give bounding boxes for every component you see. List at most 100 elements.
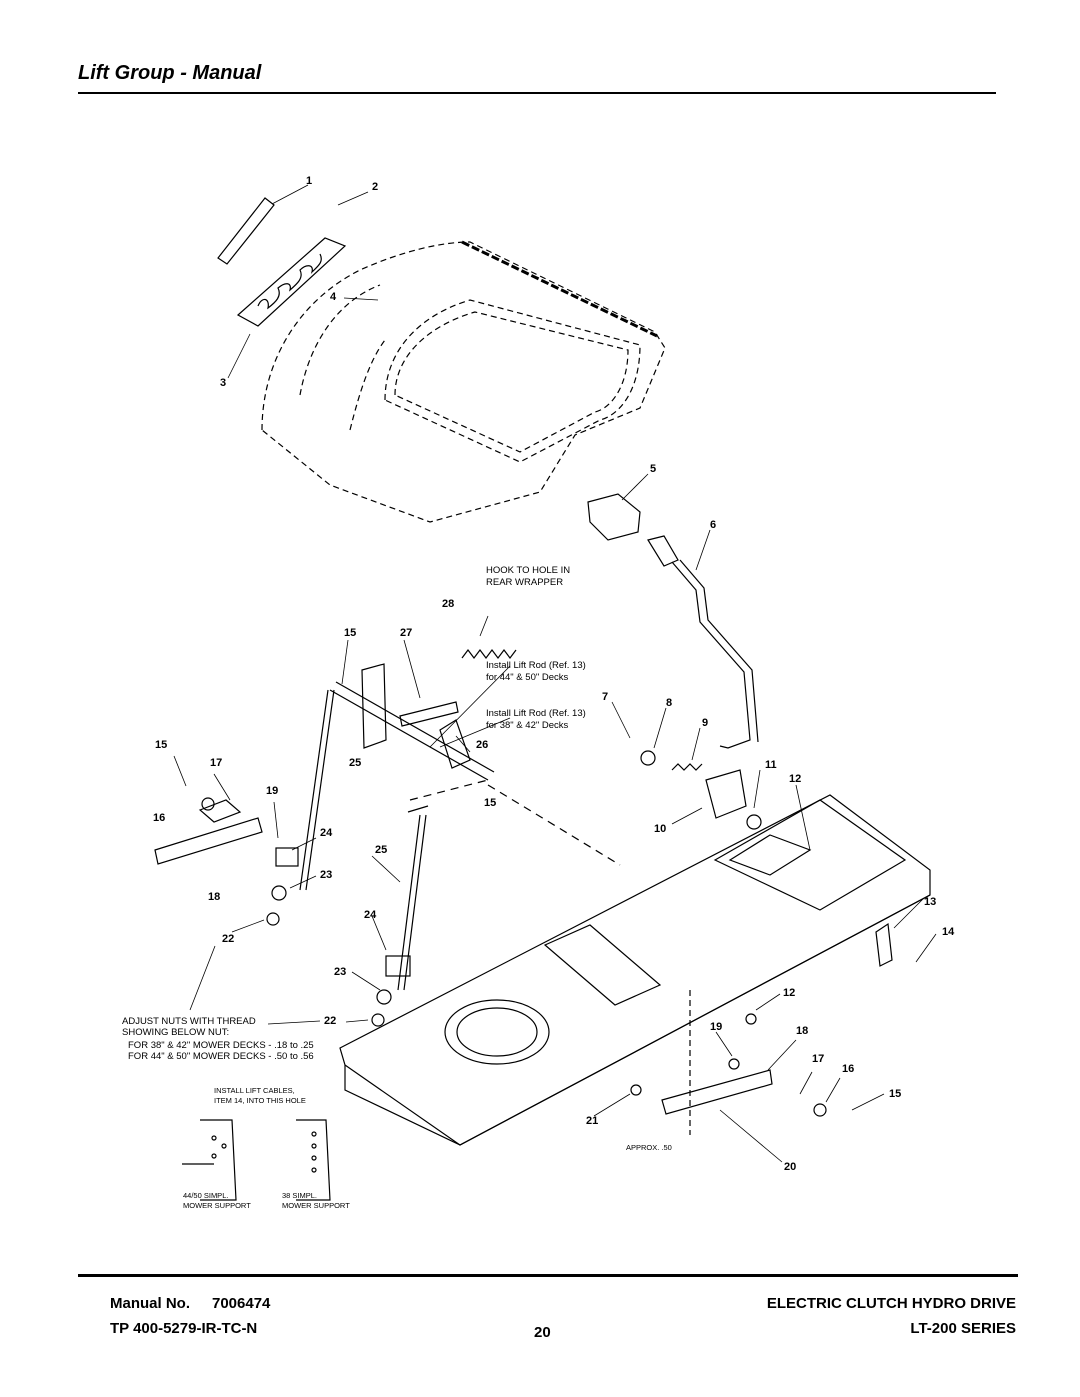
callout-15a: 15 (344, 627, 356, 639)
lift-shaft (329, 663, 495, 781)
trunnion-right (385, 955, 411, 977)
note-install38-1: Install Lift Rod (Ref. 13) (486, 708, 586, 719)
callout-15b: 15 (155, 739, 167, 751)
lift-knob (587, 493, 641, 541)
callout-1: 1 (306, 175, 312, 187)
callout-9: 9 (702, 717, 708, 729)
nut-12 (745, 1013, 757, 1025)
series: LT-200 SERIES (910, 1320, 1016, 1337)
note-adjust-1: ADJUST NUTS WITH THREAD (122, 1016, 256, 1027)
callout-17b: 17 (812, 1053, 824, 1065)
lift-lever (647, 535, 759, 749)
callout-19b: 19 (710, 1021, 722, 1033)
note-install44-2: for 44" & 50" Decks (486, 672, 569, 683)
diagram-notes: HOOK TO HOLE IN REAR WRAPPER Install Lif… (122, 565, 672, 1210)
nut-19 (728, 1058, 740, 1070)
note-support44-1: 44/50 SIMPL. (183, 1191, 228, 1200)
callout-26: 26 (476, 739, 488, 751)
callout-14: 14 (942, 926, 955, 938)
callout-3: 3 (220, 377, 226, 389)
callout-7: 7 (602, 691, 608, 703)
lift-bracket (705, 769, 747, 819)
note-adjust-4: FOR 44" & 50" MOWER DECKS - .50 to .56 (128, 1051, 314, 1062)
note-cables-1: INSTALL LIFT CABLES, (214, 1086, 295, 1095)
nut-right (371, 1013, 385, 1027)
spring-link (399, 701, 459, 727)
note-install38-2: for 38" & 42" Decks (486, 720, 569, 731)
callout-13: 13 (924, 896, 936, 908)
washer-11 (746, 814, 762, 830)
spacer-left (271, 885, 287, 901)
trunnion-left (275, 847, 299, 867)
note-adjust-3: FOR 38" & 42" MOWER DECKS - .18 to .25 (128, 1040, 314, 1051)
footer-rule (78, 1274, 1018, 1277)
fender-edge (461, 240, 658, 338)
note-support38-2: MOWER SUPPORT (282, 1201, 350, 1210)
note-hook-2: REAR WRAPPER (486, 577, 563, 588)
callout-23b: 23 (334, 966, 346, 978)
note-cables-2: ITEM 14, INTO THIS HOLE (214, 1096, 306, 1105)
callout-28: 28 (442, 598, 454, 610)
callout-5: 5 (650, 463, 656, 475)
shift-gate-plate (236, 237, 347, 327)
callout-18b: 18 (796, 1025, 808, 1037)
note-support44-2: MOWER SUPPORT (183, 1201, 251, 1210)
callout-25b: 25 (375, 844, 387, 856)
manual-label: Manual No. (110, 1295, 191, 1312)
callout-2: 2 (372, 181, 378, 193)
page-number: 20 (534, 1324, 551, 1341)
bolt-21 (630, 1084, 642, 1096)
callout-24b: 24 (364, 909, 377, 921)
callout-19a: 19 (266, 785, 278, 797)
callout-12b: 12 (783, 987, 795, 999)
support-detail-38 (296, 1119, 331, 1201)
lift-spring (671, 763, 703, 771)
washer-left (201, 797, 215, 811)
callout-25a: 25 (349, 757, 361, 769)
washer-16 (813, 1103, 827, 1117)
support-detail-44 (182, 1119, 237, 1201)
note-hook-1: HOOK TO HOLE IN (486, 565, 570, 576)
callout-10: 10 (654, 823, 666, 835)
callout-27: 27 (400, 627, 412, 639)
callout-18a: 18 (208, 891, 220, 903)
callout-numbers: 1 2 3 4 5 6 7 8 9 10 11 12 13 14 15 15 1… (153, 175, 955, 1173)
callout-24a: 24 (320, 827, 333, 839)
tractor-frame (339, 794, 931, 1146)
tp-code: TP 400-5279-IR-TC-N (110, 1320, 258, 1337)
trim-strip (217, 197, 275, 265)
callout-6: 6 (710, 519, 716, 531)
note-install44-1: Install Lift Rod (Ref. 13) (486, 660, 586, 671)
washer-8 (640, 750, 656, 766)
callout-12: 12 (789, 773, 801, 785)
note-approx: APPROX. .50 (626, 1143, 672, 1152)
callout-8: 8 (666, 697, 672, 709)
callout-15d: 15 (889, 1088, 901, 1100)
callout-4: 4 (330, 291, 337, 303)
lift-rod-left (299, 689, 329, 891)
nut-left (266, 912, 280, 926)
callout-22b: 22 (324, 1015, 336, 1027)
callout-23a: 23 (320, 869, 332, 881)
spacer-right (376, 989, 392, 1005)
callout-11: 11 (765, 759, 777, 771)
callout-17a: 17 (210, 757, 222, 769)
header-rule (78, 92, 996, 94)
callout-22a: 22 (222, 933, 234, 945)
manual-number: 7006474 (212, 1295, 271, 1312)
fender-outline (261, 241, 666, 523)
note-support38-1: 38 SIMPL. (282, 1191, 317, 1200)
product-line: ELECTRIC CLUTCH HYDRO DRIVE (766, 1295, 1016, 1312)
callout-16b: 16 (842, 1063, 854, 1075)
callout-16a: 16 (153, 812, 165, 824)
assist-spring (461, 649, 517, 659)
lift-rod-right (397, 814, 421, 991)
frame-bracket (875, 922, 893, 967)
mower-support-right (661, 1069, 773, 1115)
page-title: Lift Group - Manual (78, 62, 262, 84)
mower-support-left (154, 817, 263, 865)
callout-15c: 15 (484, 797, 496, 809)
callout-21: 21 (586, 1115, 598, 1127)
callout-20: 20 (784, 1161, 796, 1173)
